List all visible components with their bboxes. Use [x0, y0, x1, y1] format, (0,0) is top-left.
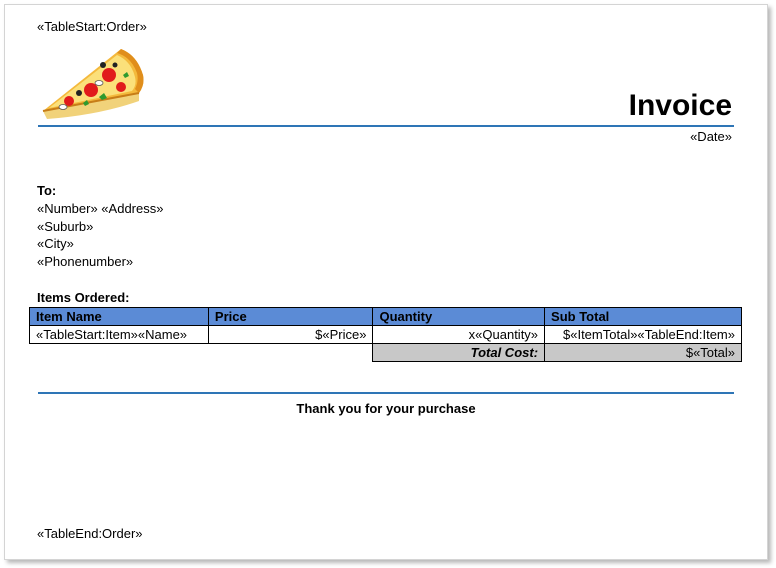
item-name-cell: «TableStart:Item»«Name» — [29, 325, 209, 344]
table-row: «TableStart:Item»«Name» $«Price» x«Quant… — [29, 325, 742, 344]
items-ordered-label: Items Ordered: — [37, 290, 130, 305]
items-table: Item Name Price Quantity Sub Total «Tabl… — [29, 307, 742, 362]
suburb-field: «Suburb» — [37, 219, 94, 234]
header-rule — [38, 125, 734, 127]
column-header-price: Price — [207, 307, 374, 326]
column-header-sub-total: Sub Total — [544, 307, 742, 326]
empty-cell — [208, 344, 373, 362]
table-header-row: Item Name Price Quantity Sub Total — [29, 307, 742, 326]
page-title: Invoice — [628, 89, 732, 122]
phone-field: «Phonenumber» — [37, 254, 134, 269]
empty-cell — [30, 344, 209, 362]
total-cost-value: $«Total» — [544, 343, 742, 362]
city-field: «City» — [37, 236, 74, 251]
pizza-slice-icon — [42, 49, 144, 119]
thank-you-message: Thank you for your purchase — [296, 401, 476, 416]
quantity-cell: x«Quantity» — [372, 325, 546, 344]
to-label: To: — [37, 183, 57, 198]
column-header-quantity: Quantity — [372, 307, 546, 326]
invoice-page: «TableStart:Order» Invoice «Date» To: «N… — [4, 4, 768, 560]
price-cell: $«Price» — [207, 325, 374, 344]
column-header-item-name: Item Name — [29, 307, 209, 326]
sub-total-cell: $«ItemTotal»«TableEnd:Item» — [544, 325, 742, 344]
table-end-order-field: «TableEnd:Order» — [37, 526, 143, 541]
total-row: Total Cost: $«Total» — [30, 343, 742, 362]
date-field: «Date» — [690, 129, 732, 144]
total-cost-label: Total Cost: — [372, 343, 546, 362]
footer-rule — [38, 392, 734, 394]
address-field: «Number» «Address» — [37, 201, 164, 216]
table-start-order-field: «TableStart:Order» — [37, 19, 147, 34]
